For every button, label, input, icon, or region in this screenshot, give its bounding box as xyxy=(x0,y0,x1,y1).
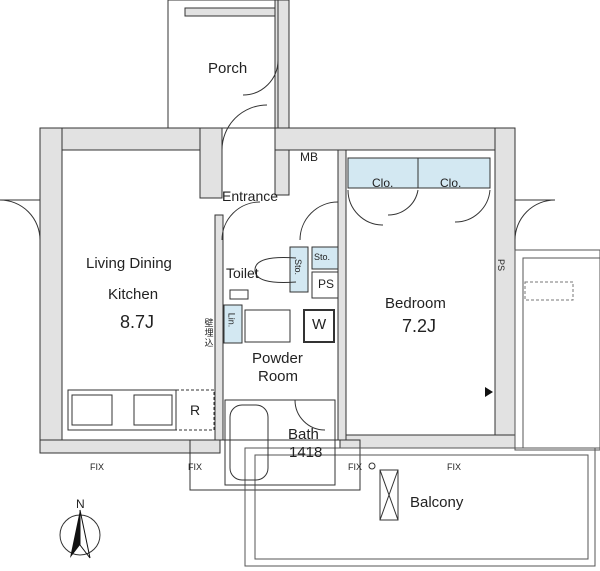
label-closet-1: Clo. xyxy=(372,176,394,190)
room-label-powder-room: Room xyxy=(258,368,299,385)
wall xyxy=(214,214,224,441)
wall xyxy=(337,149,347,441)
wall xyxy=(274,127,516,151)
wall xyxy=(39,127,223,151)
label-wall-note: 壁埋込 xyxy=(204,318,214,348)
fix-window-label: FIX xyxy=(188,462,203,472)
room-label-mb: MB xyxy=(300,150,318,164)
room-size-bedroom: 7.2J xyxy=(402,316,437,336)
room-label-ldk: Living Dining xyxy=(86,255,172,272)
wall xyxy=(39,127,63,454)
wall xyxy=(494,127,516,449)
label-sto-vertical: Sto. xyxy=(293,258,304,276)
wall xyxy=(274,0,290,196)
label-refrigerator: R xyxy=(190,402,201,418)
label-closet-2: Clo. xyxy=(440,176,462,190)
label-washer: W xyxy=(312,316,327,333)
room-label-bath: Bath xyxy=(288,426,319,443)
compass-north-label: N xyxy=(76,497,85,511)
label-ps-bedroom: PS xyxy=(496,258,507,272)
room-size-ldk: 8.7J xyxy=(120,312,155,332)
room-size-bath: 1418 xyxy=(289,444,323,461)
wall xyxy=(339,434,516,449)
room-label-kitchen: Kitchen xyxy=(108,286,159,303)
fix-window-label: FIX xyxy=(348,462,363,472)
room-label-toilet: Toilet xyxy=(226,265,259,281)
wall xyxy=(199,127,223,199)
wall xyxy=(189,439,361,491)
room-label-bedroom: Bedroom xyxy=(385,295,446,312)
room-label-entrance: Entrance xyxy=(222,188,279,204)
fix-window-label: FIX xyxy=(447,462,462,472)
label-ps: PS xyxy=(318,277,335,291)
room-label-powder: Powder xyxy=(252,350,303,367)
room-label-porch: Porch xyxy=(208,60,248,77)
door-swing xyxy=(242,59,279,96)
balcony-rail xyxy=(244,447,596,567)
label-sto: Sto. xyxy=(314,252,331,262)
wall xyxy=(39,439,221,454)
fix-window-label: FIX xyxy=(90,462,105,472)
room-label-balcony: Balcony xyxy=(410,494,464,511)
label-linen: Lin. xyxy=(226,312,237,328)
